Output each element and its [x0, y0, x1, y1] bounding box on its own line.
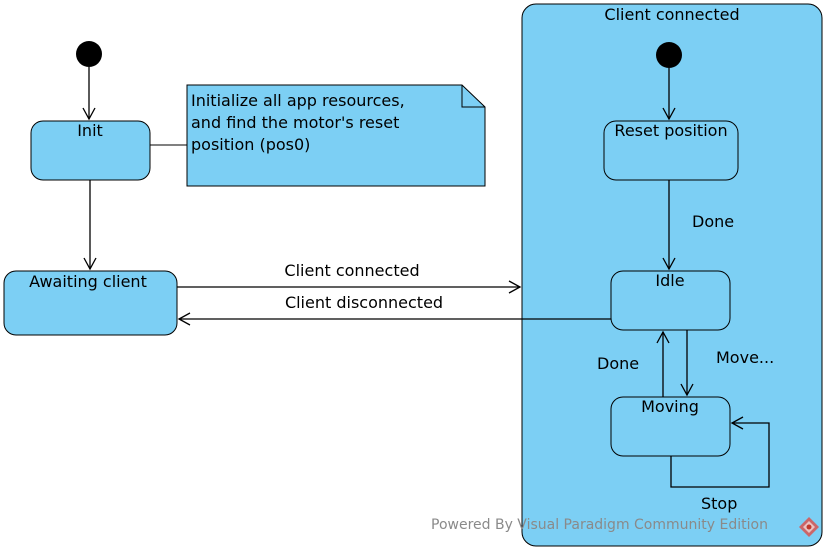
inner-initial-node	[656, 42, 682, 68]
reset-position-state-label: Reset position	[614, 121, 727, 140]
moving-done-label: Done	[597, 354, 639, 373]
initial-node	[76, 41, 102, 67]
stop-label: Stop	[701, 494, 737, 513]
move-label: Move...	[716, 348, 774, 367]
note-line-3: position (pos0)	[191, 135, 310, 154]
client-connected-state-label: Client connected	[604, 5, 739, 24]
note-fold	[461, 85, 485, 108]
client-disconnected-edge-label: Client disconnected	[285, 293, 443, 312]
visual-paradigm-logo-icon	[799, 517, 819, 537]
idle-state-label: Idle	[655, 271, 684, 290]
reset-position-state	[603, 120, 739, 181]
awaiting-client-state-label: Awaiting client	[29, 272, 147, 291]
client-connected-edge-label: Client connected	[284, 261, 419, 280]
note	[186, 84, 486, 187]
init-state-label: Init	[77, 121, 103, 140]
moving-self-loop-edge	[670, 416, 770, 488]
note-line-2: and find the motor's reset	[191, 113, 399, 132]
idle-state	[610, 270, 731, 331]
awaiting-client-state	[3, 270, 178, 336]
moving-state-label: Moving	[641, 397, 699, 416]
note-line-1: Initialize all app resources,	[191, 91, 405, 110]
watermark-text: Powered By Visual Paradigm Community Edi…	[431, 517, 768, 533]
reset-done-label: Done	[692, 212, 734, 231]
